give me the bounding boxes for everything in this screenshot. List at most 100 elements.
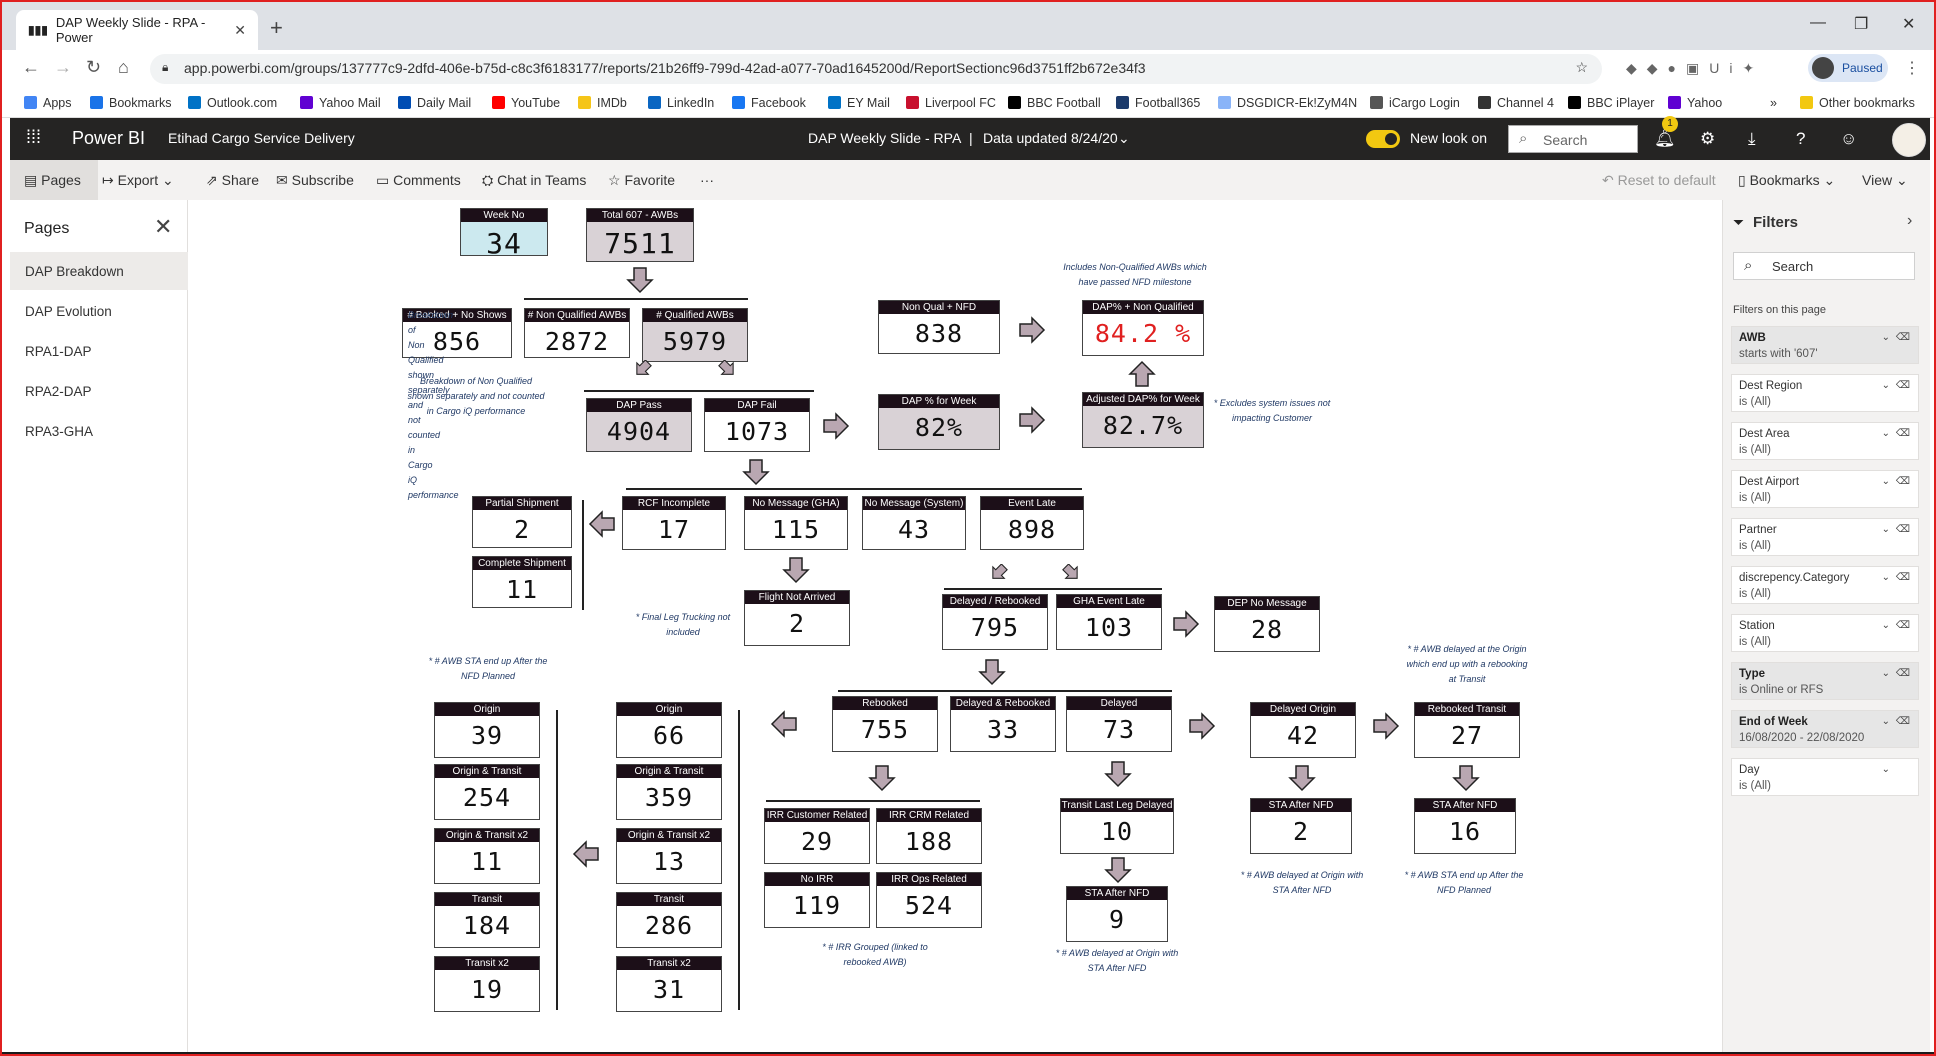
new-tab-icon[interactable]: + (270, 15, 283, 40)
app-launcher-icon[interactable]: ⁞⁞⁞ (26, 127, 42, 147)
search-input[interactable]: ⌕ Search (1508, 125, 1638, 153)
comments-button[interactable]: ▭ Comments (376, 172, 461, 188)
page-rpa2-dap[interactable]: RPA2-DAP (25, 384, 92, 399)
extension-icons[interactable]: ◆◆●▣Ui✦ (1626, 60, 1765, 76)
chevron-down-icon[interactable]: ⌄ (1881, 332, 1890, 343)
eraser-icon[interactable]: ⌫ (1895, 668, 1910, 679)
forward-icon[interactable]: → (54, 57, 72, 77)
chevron-down-icon[interactable]: ⌄ (1881, 524, 1890, 535)
data-updated[interactable]: Data updated 8/24/20 (983, 130, 1118, 146)
more-bookmarks-icon[interactable]: » (1770, 96, 1777, 110)
eraser-icon[interactable]: ⌫ (1895, 332, 1910, 343)
address-bar[interactable]: 🔒︎ app.powerbi.com/groups/137777c9-2dfd-… (150, 54, 1602, 84)
menu-dots-icon[interactable]: ⋮ (1904, 60, 1920, 77)
page-rpa1-dap[interactable]: RPA1-DAP (25, 344, 92, 359)
bookmark-liverpool[interactable]: Liverpool FC (906, 96, 996, 110)
help-icon[interactable]: ? (1796, 129, 1806, 148)
filter-search-input[interactable]: ⌕ Search (1733, 252, 1915, 280)
chevron-down-icon[interactable]: ⌄ (1881, 476, 1890, 487)
close-window-icon[interactable]: ✕ (1902, 16, 1916, 33)
close-icon[interactable]: ✕ (154, 214, 173, 239)
chevron-down-icon[interactable]: ⌄ (1881, 668, 1890, 679)
bookmark-imdb[interactable]: IMDb (578, 96, 627, 110)
subscribe-button[interactable]: ✉ Subscribe (276, 172, 354, 188)
home-icon[interactable]: ⌂ (118, 57, 129, 77)
profile-button[interactable]: Paused (1808, 54, 1888, 82)
bookmark-channel4[interactable]: Channel 4 (1478, 96, 1554, 110)
bookmarks-button[interactable]: ▯ Bookmarks ⌄ (1738, 172, 1836, 188)
star-icon[interactable]: ☆ (1575, 59, 1588, 75)
bookmark-bbc-football[interactable]: BBC Football (1008, 96, 1101, 110)
reload-icon[interactable]: ↻ (86, 57, 102, 77)
close-tab-icon[interactable]: ✕ (234, 21, 246, 38)
restore-icon[interactable]: ❐ (1854, 16, 1869, 33)
collapse-chevron-icon[interactable]: › (1907, 212, 1913, 229)
bookmark-linkedin[interactable]: LinkedIn (648, 96, 714, 110)
bookmark-other[interactable]: Other bookmarks (1800, 96, 1915, 110)
bookmark-facebook[interactable]: Facebook (732, 96, 806, 110)
view-button[interactable]: View ⌄ (1862, 172, 1908, 188)
eraser-icon[interactable]: ⌫ (1895, 428, 1910, 439)
chevron-down-icon[interactable]: ⌄ (1881, 380, 1890, 391)
bookmark-ey-mail[interactable]: EY Mail (828, 96, 890, 110)
workspace-name[interactable]: Etihad Cargo Service Delivery (168, 130, 355, 146)
notification-bell-icon[interactable]: 🔔︎ (1654, 129, 1676, 148)
bookmark-outlook[interactable]: Outlook.com (188, 96, 277, 110)
chevron-down-icon[interactable]: ⌄ (1881, 764, 1890, 775)
eraser-icon[interactable]: ⌫ (1895, 572, 1910, 583)
bookmark-yahoo-mail[interactable]: Yahoo Mail (300, 96, 381, 110)
avatar[interactable] (1892, 123, 1926, 157)
browser-tab[interactable]: ▮▮▮ DAP Weekly Slide - RPA - Power ✕ (16, 10, 258, 50)
favorite-button[interactable]: ☆ Favorite (608, 172, 676, 188)
bookmark-youtube[interactable]: YouTube (492, 96, 560, 110)
bookmark-icargo[interactable]: iCargo Login (1370, 96, 1460, 110)
chevron-down-icon[interactable]: ⌄ (1881, 428, 1890, 439)
eraser-icon[interactable]: ⌫ (1895, 476, 1910, 487)
chat-in-teams-button[interactable]: ⛭ Chat in Teams (482, 172, 587, 188)
app-name[interactable]: Power BI (72, 128, 146, 148)
more-options-button[interactable]: ··· (700, 172, 714, 188)
bookmark-football365[interactable]: Football365 (1116, 96, 1200, 110)
bookmark-dsgdicr[interactable]: DSGDICR-Ek!ZyM4N (1218, 96, 1357, 110)
gear-icon[interactable]: ⚙ (1700, 129, 1716, 148)
